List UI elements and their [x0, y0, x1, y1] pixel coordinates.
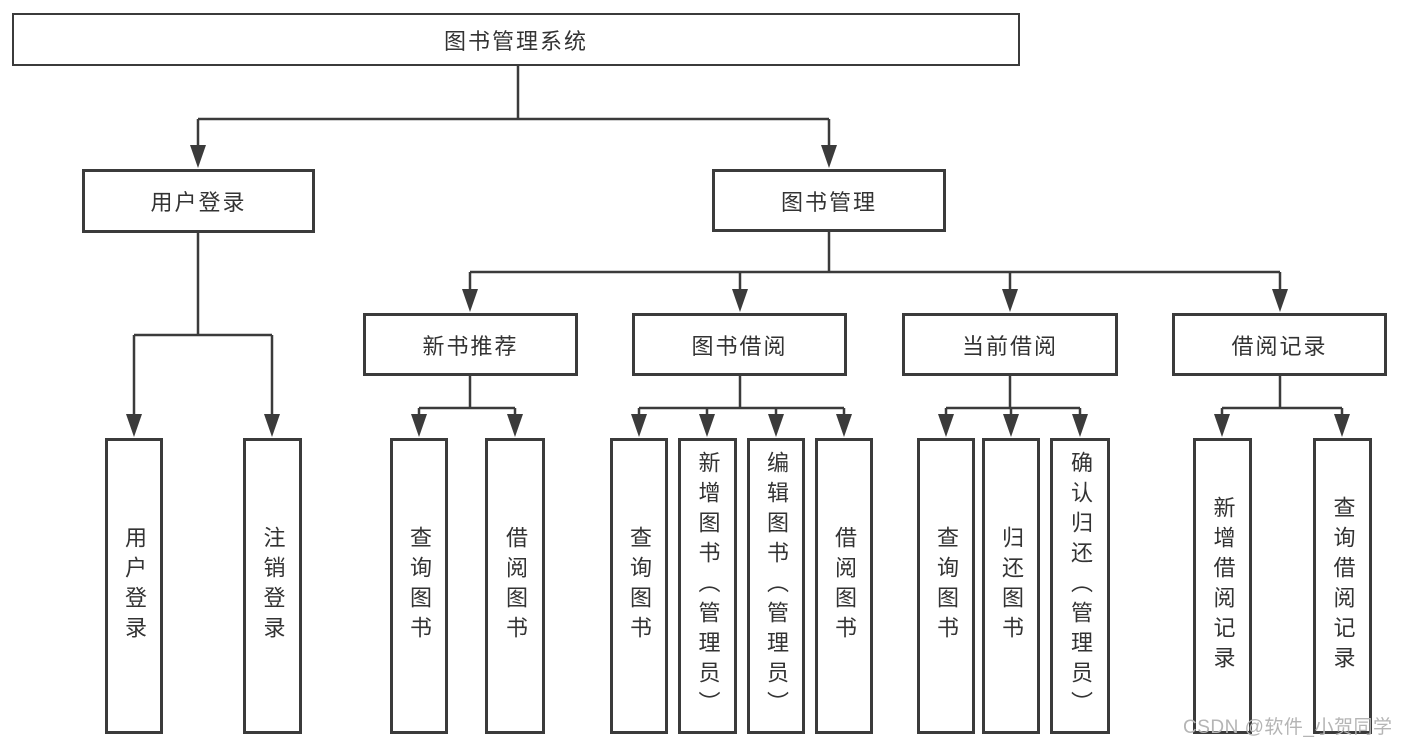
leaf-query-borrow-record: 查询借阅记录 — [1313, 438, 1372, 734]
connector-root-to-level2 — [196, 66, 831, 148]
connector-records-to-leaves — [1220, 376, 1344, 416]
leaf-return-books: 归还图书 — [982, 438, 1040, 734]
node-user-login: 用户登录 — [82, 169, 315, 233]
node-library-management-system: 图书管理系统 — [12, 13, 1020, 66]
watermark: CSDN @软件_小贺同学 — [1183, 717, 1393, 738]
connector-bookmgmt-to-level3 — [468, 232, 1282, 291]
node-new-book-recommend: 新书推荐 — [363, 313, 578, 376]
leaf-query-books-3: 查询图书 — [917, 438, 975, 734]
leaf-edit-books-admin: 编辑图书（管理员） — [747, 438, 805, 734]
leaf-logout: 注销登录 — [243, 438, 302, 734]
leaf-add-borrow-record: 新增借阅记录 — [1193, 438, 1252, 734]
leaf-user-login: 用户登录 — [105, 438, 163, 734]
connector-newbook-to-leaves — [417, 376, 517, 416]
node-current-borrow: 当前借阅 — [902, 313, 1118, 376]
leaf-query-books-2: 查询图书 — [610, 438, 668, 734]
leaf-borrow-books-1: 借阅图书 — [485, 438, 545, 734]
leaf-confirm-return-admin: 确认归还（管理员） — [1050, 438, 1110, 734]
leaf-borrow-books-2: 借阅图书 — [815, 438, 873, 734]
connector-userlogin-to-leaves — [132, 233, 274, 416]
leaf-query-books-1: 查询图书 — [390, 438, 448, 734]
leaf-add-books-admin: 新增图书（管理员） — [678, 438, 737, 734]
node-borrow-records: 借阅记录 — [1172, 313, 1387, 376]
node-book-borrow: 图书借阅 — [632, 313, 847, 376]
connector-current-to-leaves — [944, 376, 1082, 416]
node-book-management: 图书管理 — [712, 169, 946, 232]
connector-borrow-to-leaves — [637, 376, 846, 416]
